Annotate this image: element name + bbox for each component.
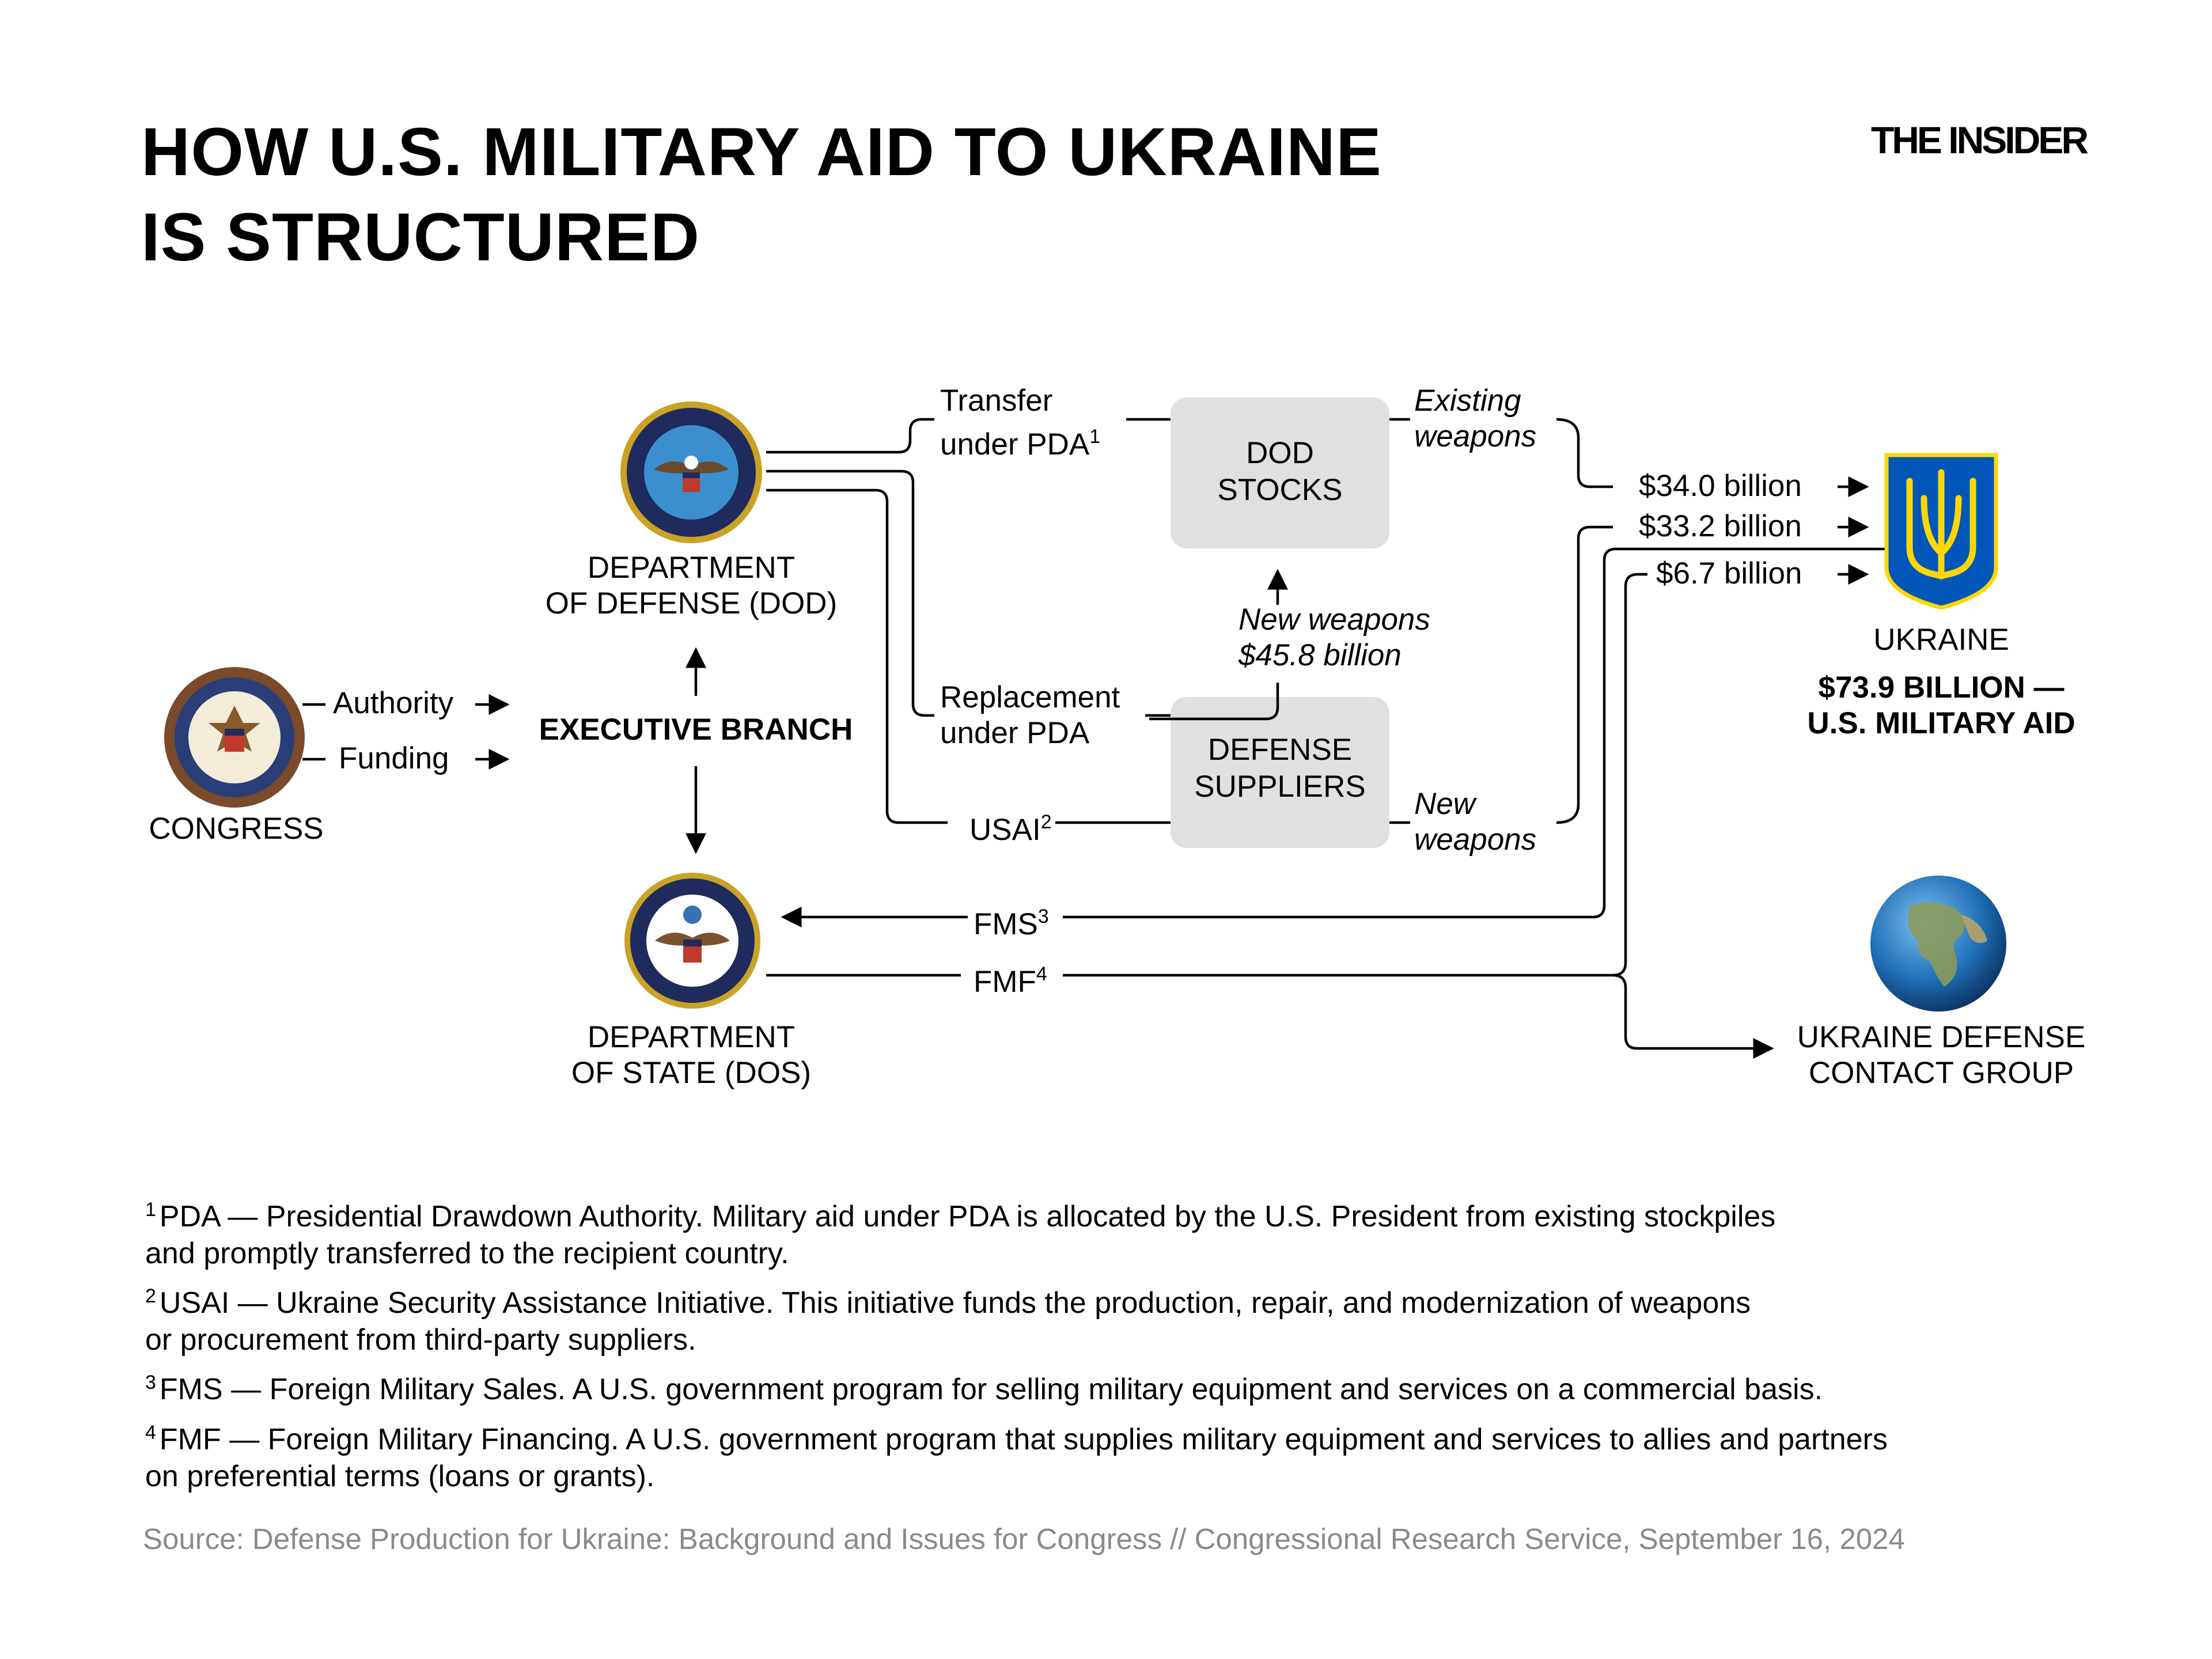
dod-stocks-box [1171,397,1389,548]
brand-logo: THE INSIDER [1870,119,2089,161]
usai-label: USAI2 [969,811,1052,847]
new-weapons-label: New weapons [1414,787,1537,857]
source-note: Source: Defense Production for Ukraine: … [143,1522,1905,1555]
dos-label: DEPARTMENT OF STATE (DOS) [571,1020,812,1090]
total-aid-label: $73.9 BILLION — U.S. MILITARY AID [1807,671,2075,740]
fms-label: FMS3 [974,906,1049,941]
existing-weapons-label: Existing weapons [1414,384,1537,453]
title-line-1: HOW U.S. MILITARY AID TO UKRAINE [141,114,1382,190]
transfer-line [766,418,934,454]
dod-stocks-label: DOD STOCKS [1217,436,1343,507]
existing-to-amount1-line [1556,418,1613,488]
amount-33-label: $33.2 billion [1639,509,1802,543]
dod-seal-icon [619,400,763,544]
fmf-to-amount3-line [1612,573,1647,977]
dos-seal-icon [623,872,762,1010]
defense-suppliers-box [1171,697,1389,848]
authority-label: Authority [333,686,454,720]
ukraine-label: UKRAINE [1873,623,2009,657]
new-weapons-45-label: New weapons $45.8 billion [1238,603,1430,672]
replacement-hook-line [1149,683,1279,721]
funding-label: Funding [339,741,449,775]
fms-line [1063,547,1901,919]
udcg-label: UKRAINE DEFENSE CONTACT GROUP [1797,1020,2086,1090]
usai-line [766,488,948,824]
transfer-under-pda-label: Transfer under PDA1 [940,384,1101,461]
title-line-2: IS STRUCTURED [141,199,700,275]
congress-label: CONGRESS [149,812,324,846]
page-title: HOW U.S. MILITARY AID TO UKRAINE IS STRU… [141,109,1382,280]
amount-34-label: $34.0 billion [1639,469,1802,503]
globe-icon [1869,874,2008,1013]
replacement-line [766,469,934,717]
replacement-under-pda-label: Replacement under PDA [940,680,1120,750]
ukraine-coat-of-arms-icon [1884,452,1999,611]
fmf-label: FMF4 [974,963,1047,999]
amount-6-label: $6.7 billion [1656,556,1802,590]
fmf-to-udcg-arrow [1612,974,1774,1059]
executive-branch-label: EXECUTIVE BRANCH [539,713,853,747]
defense-suppliers-label: DEFENSE SUPPLIERS [1194,733,1366,804]
new-to-amount2-line [1556,525,1613,824]
dod-label: DEPARTMENT OF DEFENSE (DOD) [545,551,838,620]
congress-seal-icon [162,665,306,809]
